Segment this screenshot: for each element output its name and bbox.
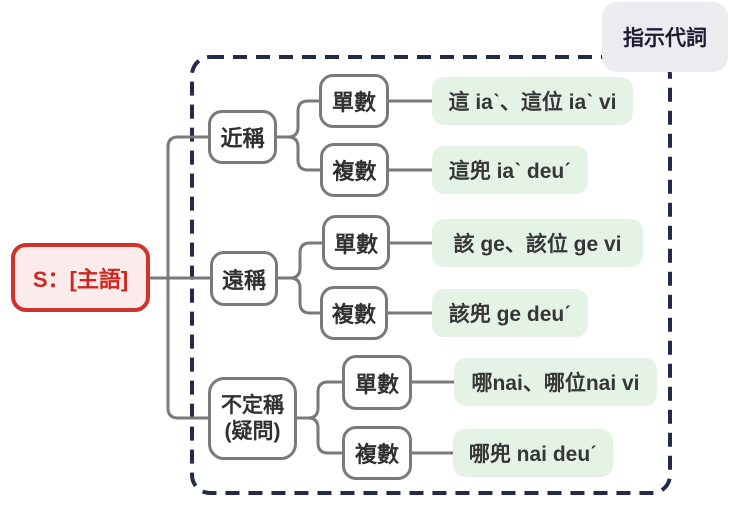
leaf-indefinite-singular: 哪nai、哪位nai vi [454,358,657,406]
dashed-boundary [190,55,672,495]
node-proximal-plural: 複數 [320,143,389,197]
node-indefinite-singular: 單數 [342,355,412,410]
leaf-proximal-singular: 這 iaˋ、這位 iaˋ vi [432,77,633,125]
node-indefinite-plural: 複數 [342,426,412,480]
node-distal-singular: 單數 [322,215,390,270]
branch-distal: 遠稱 [210,251,278,306]
branch-proximal: 近稱 [208,110,277,164]
leaf-distal-plural: 該兜 ge deuˊ [432,289,588,337]
node-distal-plural: 複數 [320,286,388,340]
node-proximal-singular: 單數 [319,74,389,128]
leaf-indefinite-plural: 哪兜 nai deuˊ [453,429,613,477]
branch-indefinite-line1: 不定稱 [221,393,284,417]
branch-indefinite-line2: (疑問) [224,419,281,443]
leaf-proximal-plural: 這兜 iaˋ deuˊ [432,146,588,194]
root-subject-node: S：[主語] [11,243,150,312]
leaf-distal-singular: 該 ge、該位 ge vi [432,219,643,267]
branch-indefinite: 不定稱 (疑問) [208,377,297,460]
title-badge: 指示代詞 [602,2,728,72]
